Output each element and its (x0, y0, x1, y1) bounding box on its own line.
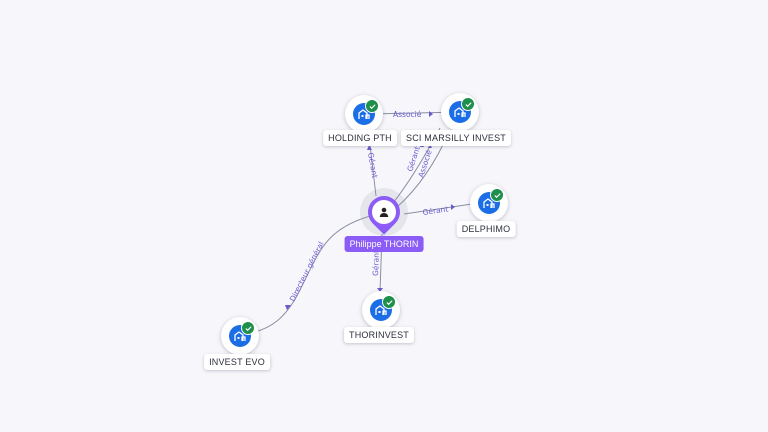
node-holding-pth[interactable] (345, 95, 383, 133)
node-label-holding-pth[interactable]: HOLDING PTH (323, 130, 397, 146)
edge-label-center-thorinvest: Gérant (371, 250, 381, 276)
node-label-thorinvest[interactable]: THORINVEST (343, 327, 415, 343)
node-sci-marsilly-invest[interactable] (441, 93, 479, 131)
edge-label-center-investevo: Directeur général (288, 240, 326, 303)
node-halo (470, 184, 508, 222)
verified-check-icon (461, 97, 475, 111)
node-halo (441, 93, 479, 131)
edge-arrow (367, 145, 372, 150)
node-label-sci-marsilly-invest[interactable]: SCI MARSILLY INVEST (401, 130, 511, 146)
node-halo (362, 291, 400, 329)
edge-label-holding-sci: Associé (393, 110, 422, 119)
edge-arrow (377, 288, 383, 292)
node-label-philippe-thorin[interactable]: Philippe THORIN (344, 236, 424, 252)
verified-check-icon (490, 188, 504, 202)
edge-label-center-holding: Gérant (366, 152, 379, 179)
edge-label-center-delphimo: Gérant (422, 204, 449, 217)
node-delphimo[interactable] (470, 184, 508, 222)
edge-arrow (428, 144, 432, 148)
verified-check-icon (241, 321, 255, 335)
edge-arrow (285, 305, 291, 310)
node-thorinvest[interactable] (362, 291, 400, 329)
verified-check-icon (382, 295, 396, 309)
edge-center-investevo (251, 215, 371, 334)
edge-arrow (451, 204, 455, 210)
edge-arrow (429, 111, 433, 117)
node-label-delphimo[interactable]: DELPHIMO (456, 221, 516, 237)
node-invest-evo[interactable] (221, 317, 259, 355)
node-label-invest-evo[interactable]: INVEST EVO (204, 354, 270, 370)
node-halo (221, 317, 259, 355)
person-pin (361, 189, 407, 235)
person-icon (372, 200, 396, 224)
verified-check-icon (365, 99, 379, 113)
edge-center-delphimo (403, 203, 473, 215)
node-philippe-thorin[interactable] (360, 188, 408, 236)
node-halo (345, 95, 383, 133)
